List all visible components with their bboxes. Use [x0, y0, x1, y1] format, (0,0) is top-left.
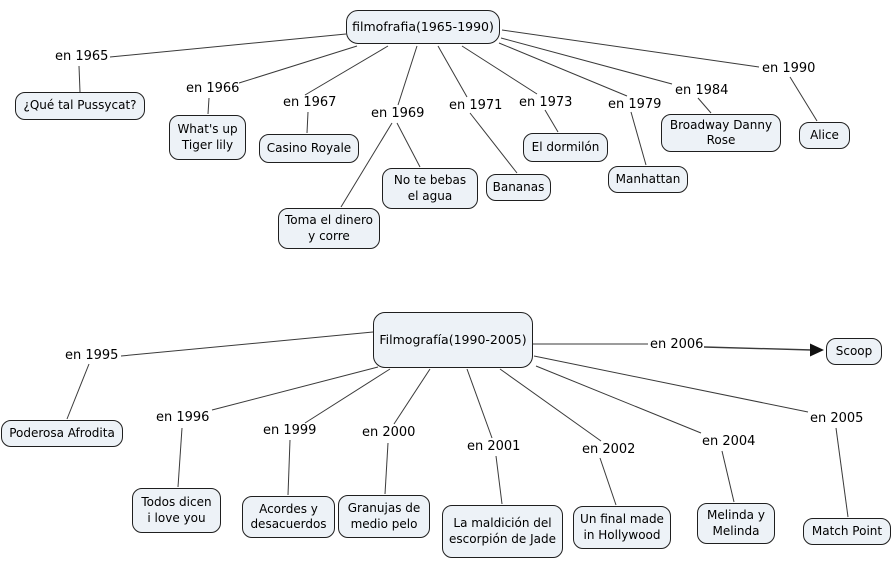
film-node-poderosa-afrodita[interactable]: Poderosa Afrodita	[1, 420, 123, 447]
root-node-filmografia-1990-2005[interactable]: Filmografía(1990-2005)	[373, 312, 533, 368]
arrow-head	[810, 343, 824, 357]
link-label-en-1996[interactable]: en 1996	[156, 410, 210, 425]
film-node-la-maldicion-del-escorpion-de-jade[interactable]: La maldición del escorpión de Jade	[442, 505, 563, 558]
link-label-en-1973[interactable]: en 1973	[519, 95, 573, 110]
film-node-broadway-danny-rose[interactable]: Broadway Danny Rose	[661, 114, 781, 152]
link-label-en-2005[interactable]: en 2005	[810, 411, 864, 426]
link-label-en-1984[interactable]: en 1984	[675, 83, 729, 98]
link-label-en-1966[interactable]: en 1966	[186, 81, 240, 96]
top-connectors	[78, 29, 818, 208]
film-node-que-tal-pussycat[interactable]: ¿Qué tal Pussycat?	[15, 92, 145, 120]
link-label-en-1969[interactable]: en 1969	[371, 106, 425, 121]
film-node-match-point[interactable]: Match Point	[803, 518, 891, 545]
link-label-en-2001[interactable]: en 2001	[467, 439, 521, 454]
root-node-filmografia-1965-1990[interactable]: filmofrafia(1965-1990)	[346, 10, 500, 44]
link-label-en-1971[interactable]: en 1971	[449, 98, 503, 113]
film-node-casino-royale[interactable]: Casino Royale	[259, 134, 359, 163]
film-node-acordes-y-desacuerdos[interactable]: Acordes y desacuerdos	[242, 496, 335, 538]
film-node-granujas-de-medio-pelo[interactable]: Granujas de medio pelo	[338, 495, 430, 538]
film-node-bananas[interactable]: Bananas	[486, 174, 551, 201]
link-label-en-1967[interactable]: en 1967	[283, 95, 337, 110]
link-label-en-2000[interactable]: en 2000	[362, 425, 416, 440]
link-label-en-1979[interactable]: en 1979	[608, 97, 662, 112]
film-node-whats-up-tiger-lily[interactable]: What's up Tiger lily	[169, 115, 246, 160]
film-node-melinda-y-melinda[interactable]: Melinda y Melinda	[697, 503, 775, 544]
film-node-no-te-bebas-el-agua[interactable]: No te bebas el agua	[382, 168, 478, 209]
film-node-scoop[interactable]: Scoop	[826, 338, 882, 365]
link-label-en-1999[interactable]: en 1999	[263, 423, 317, 438]
link-label-en-1990[interactable]: en 1990	[762, 61, 816, 76]
link-label-en-1965[interactable]: en 1965	[55, 49, 109, 64]
film-node-alice[interactable]: Alice	[799, 122, 850, 149]
film-node-el-dormilon[interactable]: El dormilón	[523, 133, 608, 162]
bottom-connectors	[66, 331, 849, 518]
film-node-toma-el-dinero-y-corre[interactable]: Toma el dinero y corre	[278, 208, 380, 249]
link-label-en-1995[interactable]: en 1995	[65, 348, 119, 363]
link-label-en-2006[interactable]: en 2006	[650, 337, 704, 352]
link-label-en-2002[interactable]: en 2002	[582, 442, 636, 457]
film-node-un-final-made-in-hollywood[interactable]: Un final made in Hollywood	[573, 506, 671, 549]
film-node-manhattan[interactable]: Manhattan	[608, 166, 688, 193]
film-node-todos-dicen-i-love-you[interactable]: Todos dicen i love you	[132, 488, 221, 533]
link-label-en-2004[interactable]: en 2004	[702, 434, 756, 449]
